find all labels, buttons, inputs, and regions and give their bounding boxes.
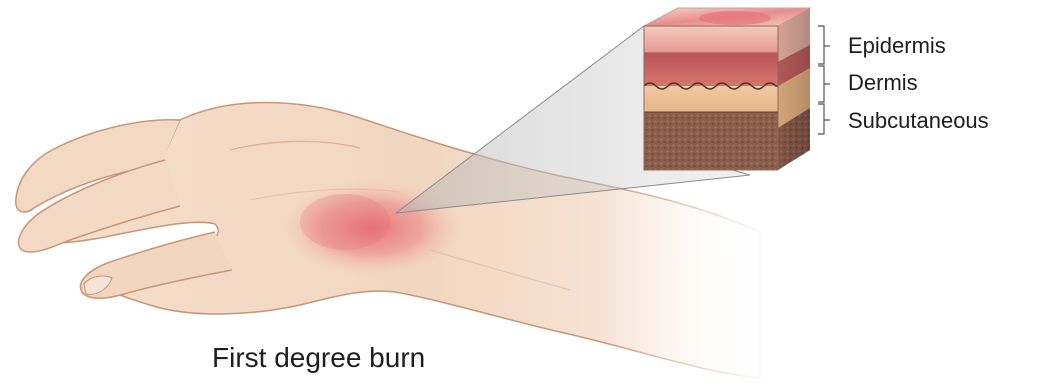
layer-label-dermis: Dermis — [848, 72, 918, 94]
layer-label-subcutaneous: Subcutaneous — [848, 110, 989, 132]
burn-core — [300, 194, 390, 250]
layer-brackets — [818, 26, 830, 134]
figure-caption: First degree burn — [212, 344, 425, 372]
skin-cross-section — [644, 8, 810, 170]
layer-label-epidermis: Epidermis — [848, 35, 946, 57]
